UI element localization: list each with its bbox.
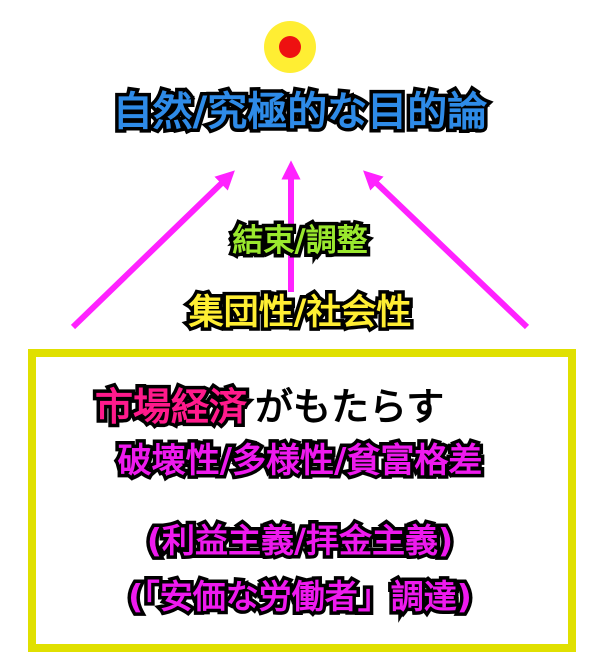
left-arrow (70, 170, 235, 330)
effects-line: 破壊性/多様性/貧富格差 (114, 441, 486, 482)
cheap-labor-line: (「安価な労働者」調達) (125, 577, 476, 617)
market-economy-term: 市場経済 (91, 385, 250, 430)
market-line: 市場経済がもたらす (91, 385, 445, 430)
goal-inner-dot (279, 36, 301, 58)
market-brings-text: がもたらす (255, 385, 445, 429)
cohesion-label: 結束/調整 (229, 222, 371, 260)
right-arrow (363, 170, 530, 330)
market-frame (28, 349, 576, 652)
goal-title: 自然/究極的な目的論 (109, 89, 491, 136)
ideology-line: (利益主義/拝金主義) (143, 521, 456, 561)
collectivity-label: 集団性/社会性 (185, 292, 415, 334)
